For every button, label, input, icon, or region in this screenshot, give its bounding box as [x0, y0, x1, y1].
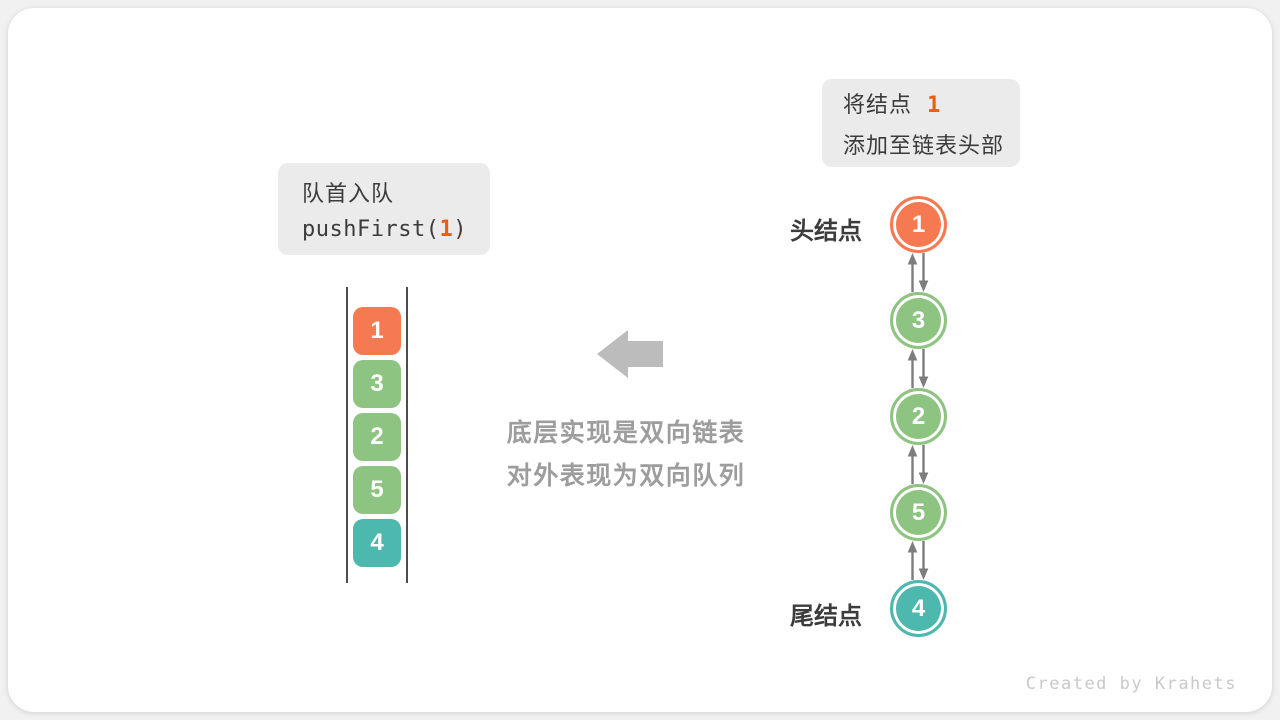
list-node: 5: [890, 484, 947, 541]
queue-item: 5: [353, 466, 401, 514]
queue-item: 2: [353, 413, 401, 461]
linked-list: 1 3 2 5 4: [890, 196, 947, 637]
code-suffix: ): [453, 217, 467, 242]
operation-code: pushFirst(1): [302, 217, 490, 242]
credit-text: Created by Krahets: [1025, 674, 1237, 694]
annotation-line-2: 添加至链表头部: [843, 132, 1005, 158]
list-node: 2: [890, 388, 947, 445]
queue-item: 3: [353, 360, 401, 408]
bidirectional-arrow-icon: [906, 445, 930, 484]
annotation-value: 1: [927, 92, 942, 118]
list-node: 4: [890, 580, 947, 637]
annotation-prefix: 将结点: [843, 91, 913, 117]
queue-item: 1: [353, 307, 401, 355]
list-node: 3: [890, 292, 947, 349]
list-node: 1: [890, 196, 947, 253]
note-line-2: 对外表现为双向队列: [506, 462, 746, 490]
note-line-1: 底层实现是双向链表: [506, 419, 746, 447]
operation-title: 队首入队: [302, 181, 395, 206]
code-prefix: pushFirst(: [302, 217, 440, 242]
queue-rail-right: [406, 287, 408, 583]
tail-node-label: 尾结点: [790, 603, 862, 630]
code-arg: 1: [439, 217, 454, 242]
queue-rail-left: [346, 287, 348, 583]
operation-label-box: 队首入队 pushFirst(1): [278, 163, 490, 255]
bidirectional-arrow-icon: [906, 541, 930, 580]
annotation-box: 将结点 1 添加至链表头部: [822, 79, 1020, 167]
bidirectional-arrow-icon: [906, 349, 930, 388]
queue-item: 4: [353, 519, 401, 567]
annotation-line-1: 将结点 1: [843, 87, 1020, 119]
left-block-arrow-icon: [597, 330, 663, 378]
head-node-label: 头结点: [790, 218, 862, 245]
note-text: 底层实现是双向链表 对外表现为双向队列: [461, 412, 791, 498]
bidirectional-arrow-icon: [906, 253, 930, 292]
